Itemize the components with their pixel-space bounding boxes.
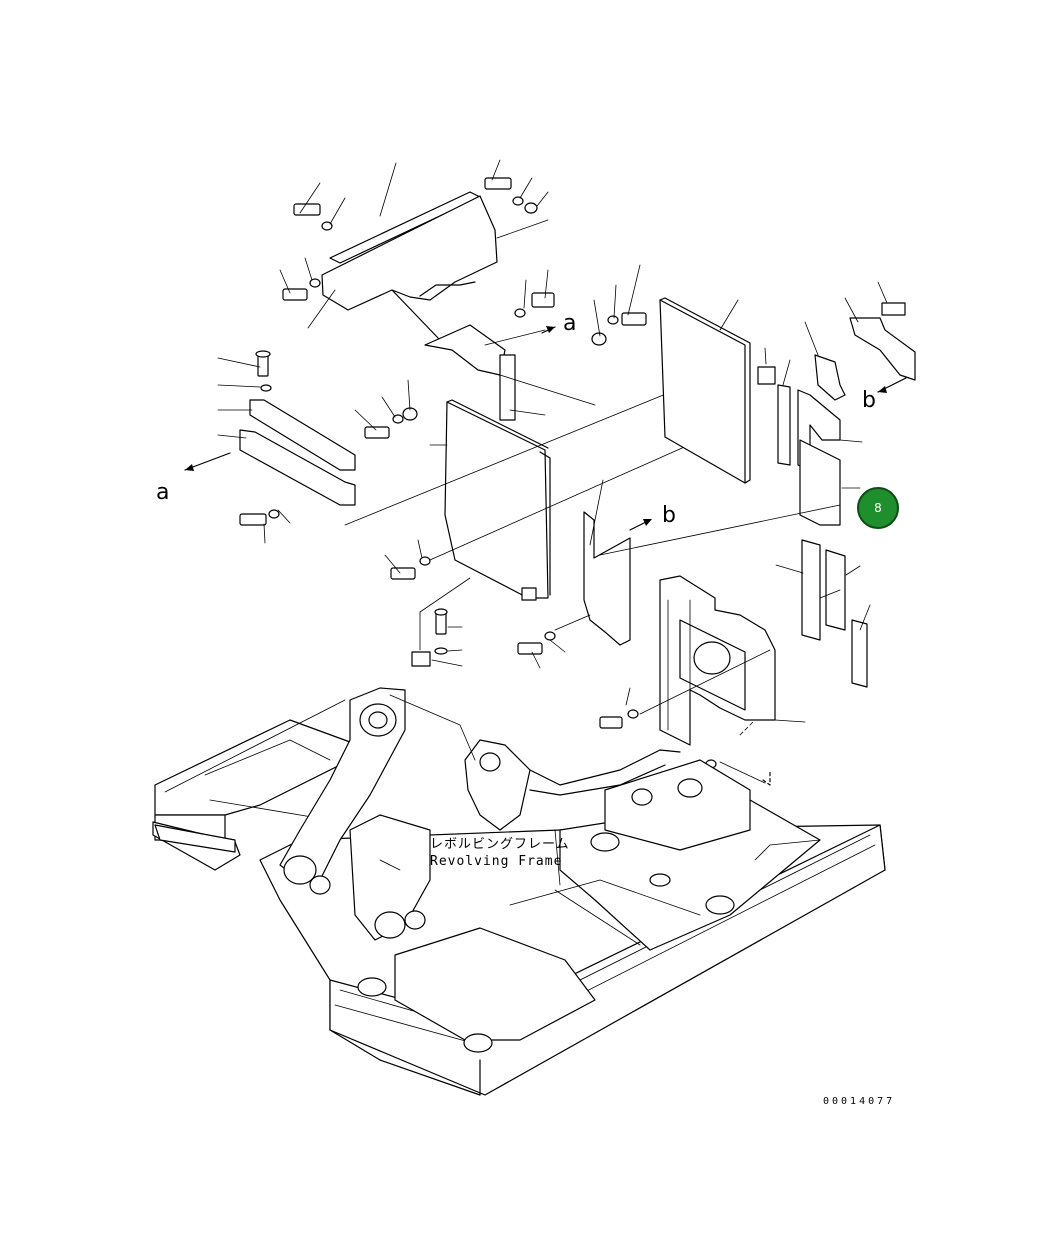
drawing-number: 00014077 xyxy=(823,1096,896,1107)
right-top-bracket xyxy=(804,281,916,401)
left-bracket xyxy=(184,350,356,544)
frame-leader-line xyxy=(389,694,476,761)
reference-marker-a-right: a xyxy=(563,311,577,336)
frame-label-japanese: レボルビングフレーム xyxy=(430,837,570,852)
center-panel xyxy=(344,379,701,601)
small-pads xyxy=(757,347,863,526)
revolving-frame xyxy=(152,687,886,1096)
upper-bracket xyxy=(424,324,516,421)
upper-leader-lines xyxy=(279,159,641,416)
frame-label-english: Revolving Frame xyxy=(430,854,563,869)
middle-panel xyxy=(517,479,841,669)
right-frame xyxy=(659,575,806,746)
reference-marker-a-left: a xyxy=(156,480,170,505)
lower-clip xyxy=(411,577,471,667)
part-callout-8[interactable]: 8 xyxy=(857,487,899,529)
center-bolts xyxy=(354,379,701,580)
right-strips xyxy=(775,539,871,688)
reference-marker-b-middle: b xyxy=(662,503,676,528)
part-callout-number: 8 xyxy=(874,501,882,515)
reference-marker-b-right: b xyxy=(862,388,876,413)
insulation-sheet xyxy=(659,297,751,484)
